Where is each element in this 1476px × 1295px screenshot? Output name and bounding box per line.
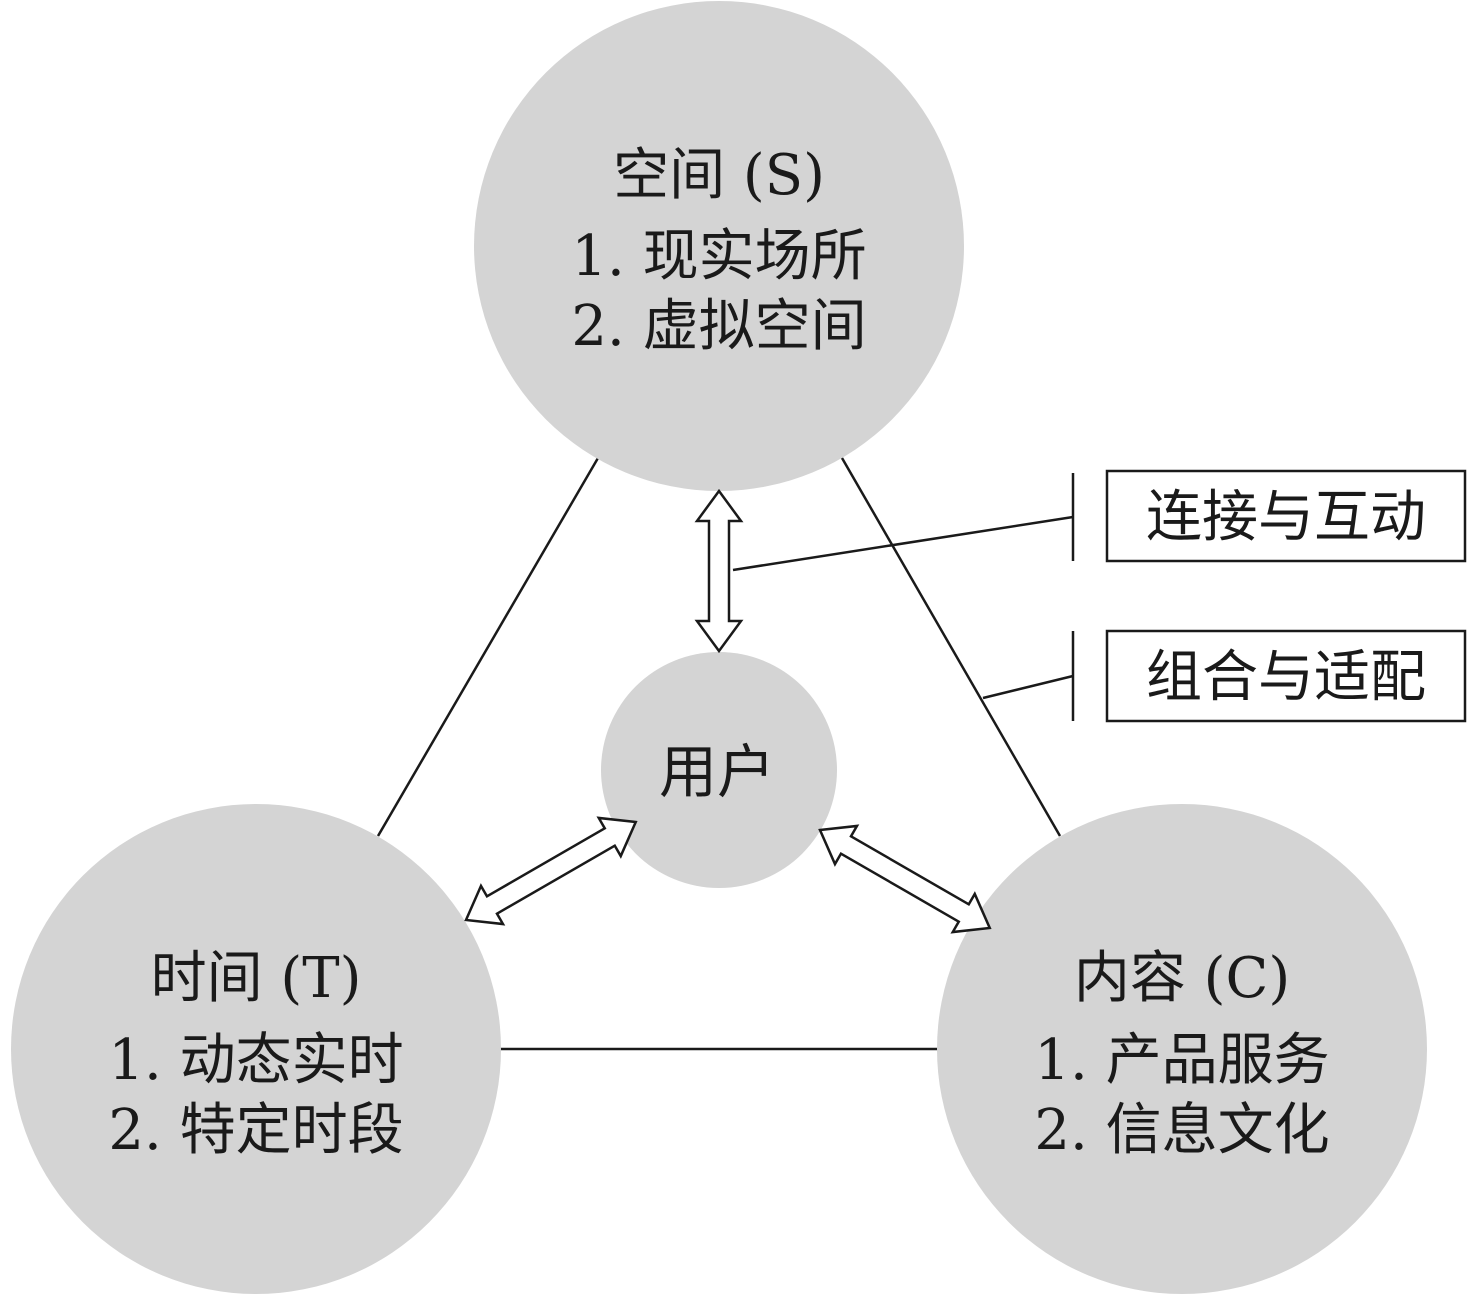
time-node-title: 时间 (T) [151, 946, 362, 1011]
legend-leader-interaction [732, 515, 1074, 572]
time-node-item-2: 2. 特定时段 [108, 1098, 403, 1163]
double-arrow-user-time [464, 816, 638, 926]
space-node: 空间 (S) 1. 现实场所 2. 虚拟空间 [571, 143, 866, 359]
legend-interaction: 连接与互动 [1105, 469, 1467, 563]
legend-interaction-label: 连接与互动 [1146, 485, 1426, 550]
time-node: 时间 (T) 1. 动态实时 2. 特定时段 [108, 946, 403, 1163]
space-node-item-2: 2. 虚拟空间 [571, 294, 866, 359]
content-node-item-1: 1. 产品服务 [1034, 1028, 1329, 1093]
legend-combination-box [1105, 629, 1467, 723]
legend-interaction-box [1105, 469, 1467, 563]
legend-combination-label: 组合与适配 [1146, 645, 1426, 710]
double-arrow-user-content [818, 824, 992, 934]
edge-space-time [376, 457, 600, 837]
legend-combination: 组合与适配 [1105, 629, 1467, 723]
content-node-circle [937, 804, 1427, 1294]
space-node-title: 空间 (S) [613, 143, 825, 208]
content-node-title: 内容 (C) [1074, 946, 1290, 1011]
edge-space-content [840, 457, 1062, 837]
content-node: 内容 (C) 1. 产品服务 2. 信息文化 [1034, 946, 1329, 1163]
double-arrow-space-user [694, 488, 744, 654]
time-node-item-1: 1. 动态实时 [108, 1028, 403, 1093]
space-node-circle [474, 1, 964, 491]
space-node-item-1: 1. 现实场所 [571, 224, 866, 289]
content-node-item-2: 2. 信息文化 [1034, 1098, 1329, 1163]
legend-leader-combination [982, 674, 1074, 700]
time-node-circle [11, 804, 501, 1294]
user-node-title: 用户 [659, 738, 775, 806]
user-node-circle [601, 652, 837, 888]
